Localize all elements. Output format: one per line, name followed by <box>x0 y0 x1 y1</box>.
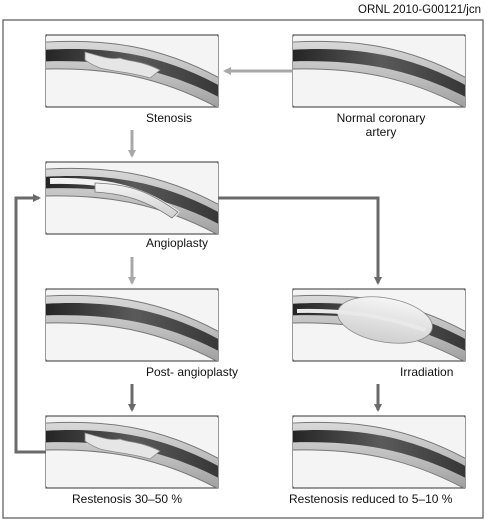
balloon <box>94 182 179 219</box>
panel-post-image <box>45 288 219 362</box>
label-normal-line1: Normal coronary <box>336 111 426 125</box>
label-angioplasty: Angioplasty <box>146 236 209 250</box>
label-normal-line2: artery <box>365 125 397 139</box>
label-stenosis: Stenosis <box>146 111 193 125</box>
panel-angioplasty-image <box>45 161 219 235</box>
outer-frame <box>2 19 484 519</box>
arrow-angioplasty-to-irradiation <box>218 196 382 285</box>
label-restenosis: Restenosis 30–50 % <box>72 492 183 506</box>
source-wire <box>296 308 426 332</box>
panel-irradiation-image <box>292 288 466 362</box>
panel-reduced-image <box>292 415 466 489</box>
label-irradiation: Irradiation <box>400 365 454 379</box>
panel-normal-image <box>292 34 466 108</box>
label-post-angioplasty: Post- angioplasty <box>146 365 239 379</box>
arrow-restenosis-loop <box>14 194 46 454</box>
label-restenosis-reduced: Restenosis reduced to 5–10 % <box>289 492 453 506</box>
panel-stenosis-image <box>45 34 219 108</box>
restenosis-plaque <box>84 432 161 460</box>
plaque <box>84 51 161 79</box>
panel-restenosis-image <box>45 415 219 489</box>
credit-label: ORNL 2010-G00121/jcn <box>358 4 481 16</box>
